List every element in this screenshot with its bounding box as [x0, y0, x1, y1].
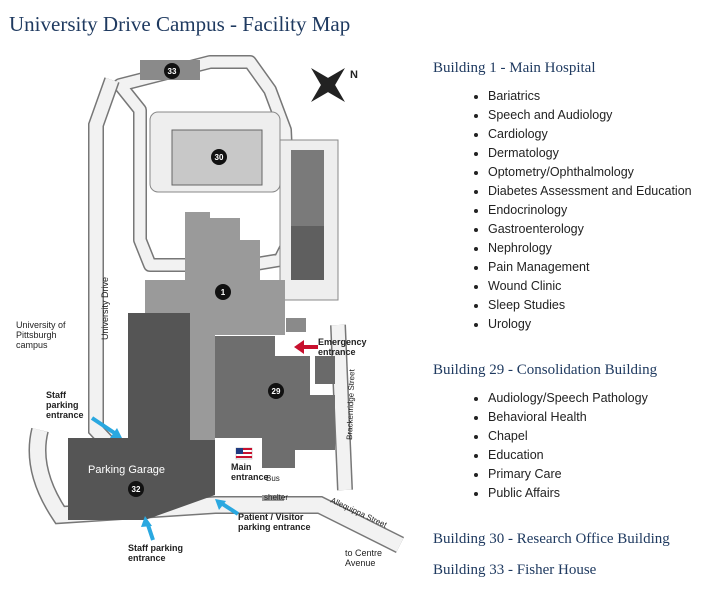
- marker-30: [211, 149, 227, 165]
- list-item: Sleep Studies: [488, 296, 692, 315]
- patient-line1: Patient / Visitor: [238, 512, 304, 522]
- marker-32-label: 32: [132, 485, 141, 494]
- centre-line2: Avenue: [345, 558, 375, 568]
- pitt-label-line3: campus: [16, 340, 48, 350]
- list-item: Gastroenterology: [488, 220, 692, 239]
- building-1-heading: Building 1 - Main Hospital: [433, 60, 596, 76]
- list-item: Dermatology: [488, 144, 692, 163]
- list-item: Optometry/Ophthalmology: [488, 163, 692, 182]
- staff-parking-arrow-1-head: [110, 428, 122, 438]
- building-markers: 33 30 1 29 32: [128, 63, 284, 497]
- marker-30-label: 30: [215, 153, 224, 162]
- compass-icon: [311, 68, 345, 102]
- list-item: Endocrinology: [488, 201, 692, 220]
- list-item: Primary Care: [488, 465, 648, 484]
- marker-1-label: 1: [221, 288, 226, 297]
- staff-parking-2-line1: Staff parking: [128, 543, 183, 553]
- bus-shelter: [262, 495, 284, 501]
- emergency-line1: Emergency: [318, 337, 367, 347]
- emergency-line2: entrance: [318, 347, 356, 357]
- flag-icon: [235, 447, 253, 460]
- list-item: Pain Management: [488, 258, 692, 277]
- marker-32: [128, 481, 144, 497]
- marker-33-label: 33: [168, 67, 177, 76]
- north-label: N: [350, 69, 358, 81]
- facility-map: N 33 30 1 29 32 University Drive Univers…: [16, 55, 405, 568]
- list-item: Urology: [488, 315, 692, 334]
- staff-parking-1-line3: entrance: [46, 410, 84, 420]
- marker-1: [215, 284, 231, 300]
- small-annex-b: [315, 356, 335, 384]
- building-1-departments: Bariatrics Speech and Audiology Cardiolo…: [470, 87, 692, 334]
- list-item: Behavioral Health: [488, 408, 648, 427]
- bus-line2: shelter: [264, 493, 288, 502]
- list-item: Nephrology: [488, 239, 692, 258]
- building-30-heading: Building 30 - Research Office Building: [433, 531, 670, 547]
- patient-parking-arrow-head: [215, 499, 226, 510]
- building-33-heading: Building 33 - Fisher House: [433, 562, 597, 578]
- list-item: Bariatrics: [488, 87, 692, 106]
- small-annex-a: [286, 318, 306, 332]
- buildings: [68, 60, 335, 520]
- side-building-b: [291, 226, 324, 280]
- university-drive-label: University Drive: [100, 277, 110, 340]
- list-item: Chapel: [488, 427, 648, 446]
- staff-parking-1-line1: Staff: [46, 390, 67, 400]
- pitt-label-line2: Pittsburgh: [16, 330, 57, 340]
- emergency-arrow-head: [294, 340, 304, 354]
- page-title: University Drive Campus - Facility Map: [9, 12, 351, 36]
- entrance-arrows: [90, 340, 318, 541]
- main-entrance-line1: Main: [231, 462, 252, 472]
- building-1: [145, 212, 285, 440]
- list-item: Education: [488, 446, 648, 465]
- brackenridge-label: Brackenridge Street: [345, 368, 356, 440]
- staff-parking-1-line2: parking: [46, 400, 79, 410]
- pitt-label-line1: University of: [16, 320, 66, 330]
- marker-33: [164, 63, 180, 79]
- patient-parking-arrow: [219, 501, 240, 516]
- centre-line1: to Centre: [345, 548, 382, 558]
- list-item: Wound Clinic: [488, 277, 692, 296]
- parking-garage-label: Parking Garage: [88, 464, 165, 476]
- building-29-departments: Audiology/Speech Pathology Behavioral He…: [470, 389, 648, 503]
- staff-parking-2-line2: entrance: [128, 553, 166, 563]
- patient-line2: parking entrance: [238, 522, 311, 532]
- main-entrance-line2: entrance: [231, 472, 269, 482]
- list-item: Public Affairs: [488, 484, 648, 503]
- university-drive-road-inner: [89, 77, 119, 450]
- list-item: Cardiology: [488, 125, 692, 144]
- marker-29: [268, 383, 284, 399]
- staff-parking-arrow-1: [90, 416, 118, 436]
- building-29: [215, 336, 335, 468]
- staff-parking-arrow-2-head: [141, 516, 152, 527]
- marker-29-label: 29: [272, 387, 281, 396]
- brackenridge-road-inner: [331, 324, 352, 491]
- list-item: Audiology/Speech Pathology: [488, 389, 648, 408]
- building-32: [68, 313, 215, 520]
- list-item: Speech and Audiology: [488, 106, 692, 125]
- building-29-heading: Building 29 - Consolidation Building: [433, 362, 658, 378]
- bus-line1: Bus: [266, 474, 280, 483]
- list-item: Diabetes Assessment and Education: [488, 182, 692, 201]
